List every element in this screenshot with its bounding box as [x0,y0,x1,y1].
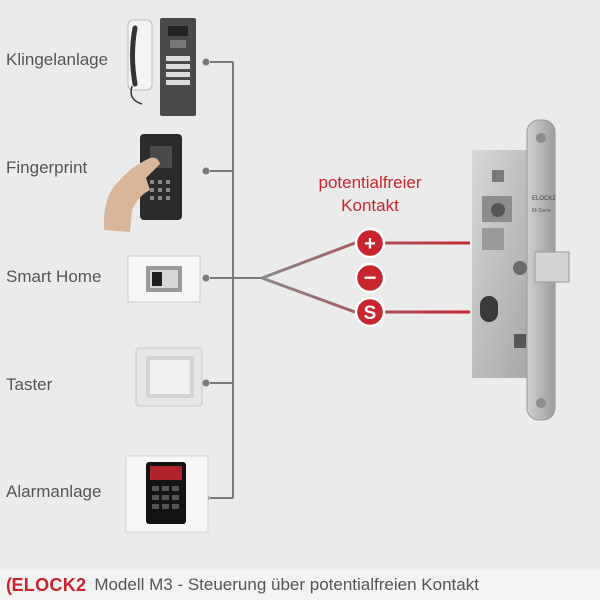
contact-label-line1: potentialfreier [318,173,422,192]
footer-bar: ( ELOCK2 Modell M3 - Steuerung über pote… [0,570,600,600]
terminal-signal: S [354,296,386,328]
mortise-lock-icon: ELOCK2 M-Serie [472,119,570,421]
device-label-alarmanlage: Alarmanlage [6,482,102,501]
device-label-klingelanlage: Klingelanlage [6,50,109,69]
terminal-plus-symbol: + [364,233,376,255]
bus-wires [202,58,262,502]
brand-logo-text: ELOCK2 [11,574,87,595]
terminal-signal-symbol: S [364,303,377,324]
brand-logo: ( ELOCK2 [6,575,86,596]
intercom-icon [127,18,196,116]
terminal-plus: + [354,227,386,259]
alarm-panel-icon [125,455,209,533]
footer-caption: Modell M3 - Steuerung über potentialfrei… [94,575,479,594]
fingerprint-reader-icon [103,134,182,232]
brand-logo-mark: ( [6,574,12,595]
lock-brand-mark: ELOCK2 [532,196,556,202]
contact-label-line2: Kontakt [341,196,399,215]
terminal-minus: − [354,262,386,294]
wiring-diagram: + − S [103,18,570,533]
device-label-smart-home: Smart Home [6,267,102,286]
push-button-switch-icon [135,347,203,407]
terminal-minus-symbol: − [364,265,377,290]
smart-home-panel-icon [127,255,201,303]
device-label-fingerprint: Fingerprint [6,158,88,177]
device-label-taster: Taster [6,375,53,394]
lock-series-mark: M-Serie [532,208,551,214]
